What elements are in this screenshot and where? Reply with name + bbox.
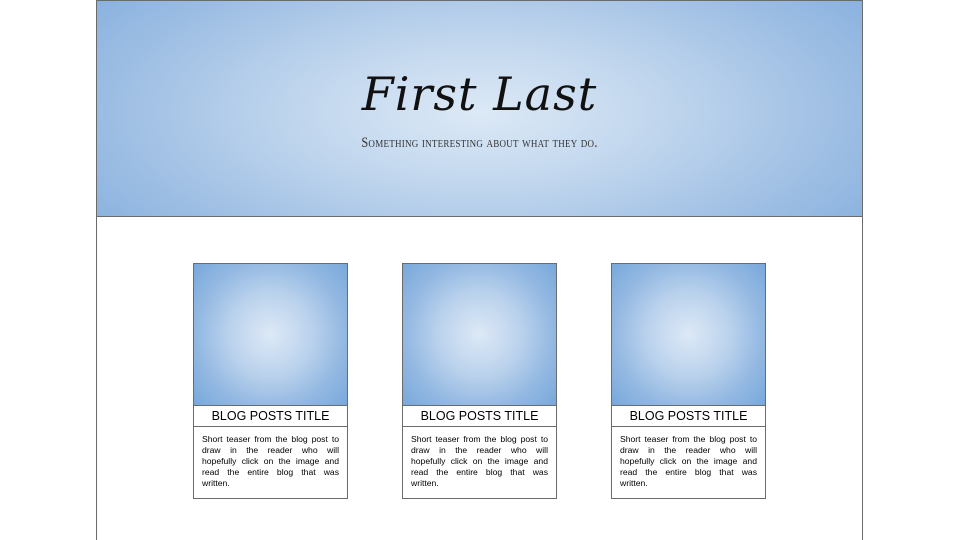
hero-banner: First Last Something interesting about w… (97, 1, 862, 217)
blog-post-teaser: Short teaser from the blog post to draw … (620, 434, 757, 488)
blog-post-teaser: Short teaser from the blog post to draw … (411, 434, 548, 488)
hero-name: First Last (361, 67, 598, 121)
blog-post-image[interactable] (403, 264, 556, 406)
blog-post-image[interactable] (194, 264, 347, 406)
blog-post-image[interactable] (612, 264, 765, 406)
page-frame: First Last Something interesting about w… (96, 0, 863, 540)
blog-post-title[interactable]: BLOG POSTS TITLE (612, 406, 765, 427)
blog-post-card[interactable]: BLOG POSTS TITLE Short teaser from the b… (402, 263, 557, 499)
blog-post-card[interactable]: BLOG POSTS TITLE Short teaser from the b… (193, 263, 348, 499)
blog-post-title[interactable]: BLOG POSTS TITLE (403, 406, 556, 427)
hero-tagline: Something interesting about what they do… (361, 135, 598, 151)
blog-post-title[interactable]: BLOG POSTS TITLE (194, 406, 347, 427)
blog-post-teaser: Short teaser from the blog post to draw … (202, 434, 339, 488)
blog-post-card[interactable]: BLOG POSTS TITLE Short teaser from the b… (611, 263, 766, 499)
